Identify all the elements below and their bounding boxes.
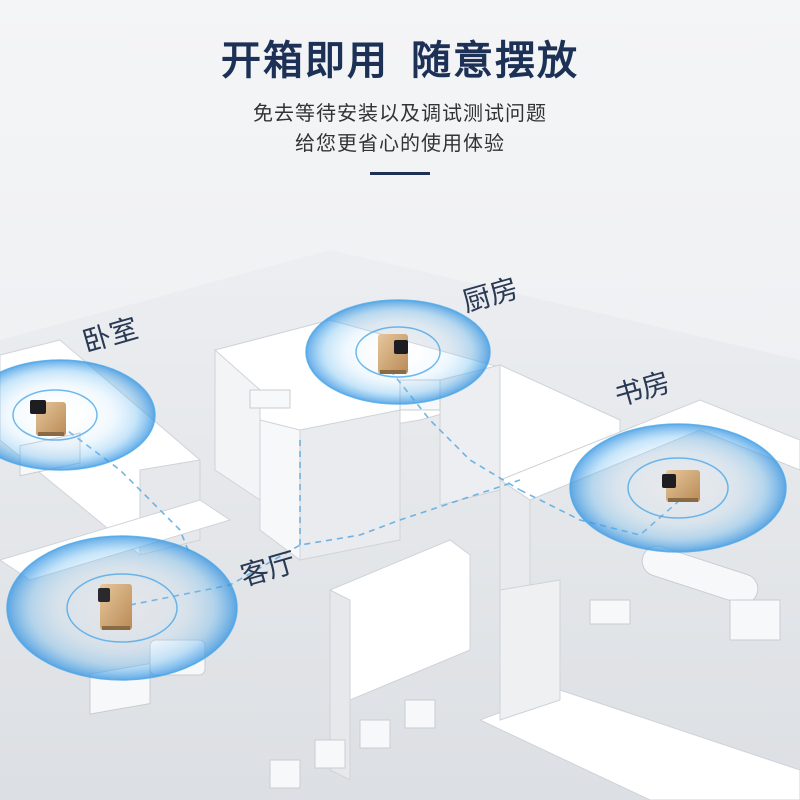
title-part-1: 开箱即用 — [221, 38, 389, 84]
water-dispenser-icon — [98, 584, 132, 630]
bedroom-glow — [0, 359, 156, 471]
title-divider — [370, 172, 430, 175]
water-dispenser-icon — [30, 400, 66, 436]
chairs — [269, 699, 436, 789]
headline-block: 开箱即用随意摆放 免去等待安装以及调试测试问题 给您更省心的使用体验 — [0, 0, 800, 175]
page-title: 开箱即用随意摆放 — [0, 28, 800, 86]
water-dispenser-icon — [378, 334, 408, 374]
subtitle-line-1: 免去等待安装以及调试测试问题 — [253, 101, 547, 125]
water-dispenser-icon — [662, 470, 700, 502]
subtitle-line-2: 给您更省心的使用体验 — [295, 131, 505, 155]
title-part-2: 随意摆放 — [411, 38, 579, 84]
